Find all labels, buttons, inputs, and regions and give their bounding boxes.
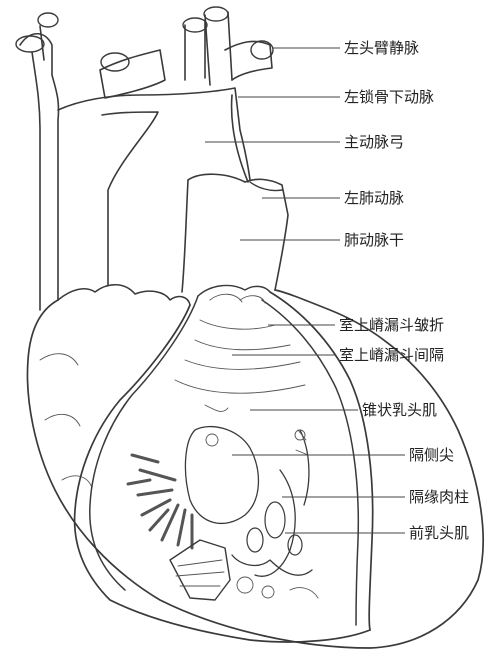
great-vessels [16,7,288,310]
label-aortic-arch: 主动脉弓 [344,133,404,151]
leader-lines [205,48,405,533]
ventricle-interior [128,320,318,600]
label-anterior-papillary-muscle: 前乳头肌 [409,524,469,542]
label-pulmonary-trunk: 肺动脉干 [344,231,404,249]
label-left-subclavian-artery: 左锁骨下动脉 [344,88,434,106]
label-conus-papillary-muscle: 锥状乳头肌 [362,401,437,419]
label-crest-infundibular-fold: 室上嵴漏斗皱折 [339,316,444,334]
label-septomarginal-trabecula: 隔缘肉柱 [409,488,469,506]
labels: 左头臂静脉 左锁骨下动脉 主动脉弓 左肺动脉 肺动脉干 室上嵴漏斗皱折 室上嵴漏… [339,39,469,542]
heart-outline [27,285,483,648]
vessel-opening-icon [204,7,228,21]
label-left-brachiocephalic-vein: 左头臂静脉 [344,39,419,57]
vein-opening-icon [38,13,58,27]
label-left-pulmonary-artery: 左肺动脉 [344,189,404,207]
label-crest-infundibular-septum: 室上嵴漏斗间隔 [339,346,444,364]
vessel-opening-icon [101,53,129,71]
vessel-opening-icon [183,18,207,32]
label-septal-cusp: 隔侧尖 [409,446,454,464]
